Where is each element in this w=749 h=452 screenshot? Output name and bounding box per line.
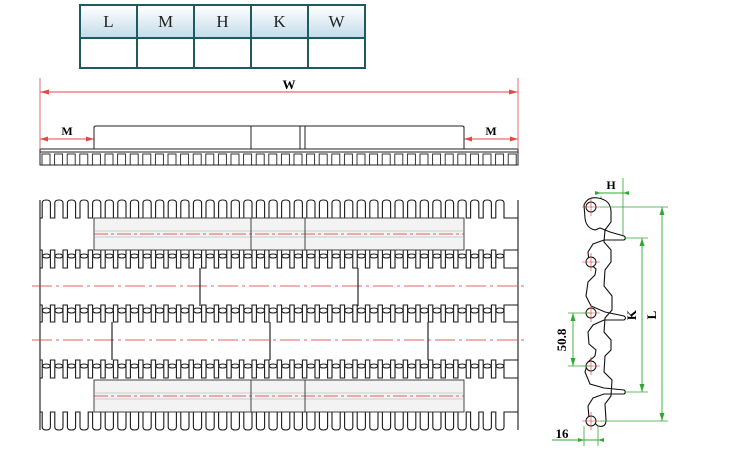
belt-joint-upper-1 (40, 253, 518, 269)
top-tooth (91, 153, 101, 166)
top-tooth (66, 153, 76, 166)
top-tooth (129, 153, 139, 166)
top-tooth (419, 153, 429, 166)
top-tooth (406, 153, 416, 166)
belt-joint-upper-3 (40, 363, 518, 379)
top-tooth (243, 153, 253, 166)
top-tooth (192, 153, 202, 166)
top-tooth (268, 153, 278, 166)
k-arrow-bottom (639, 384, 645, 392)
m-left-arrow-b (86, 136, 94, 142)
m-right-label: M (485, 124, 496, 138)
header-w: W (307, 4, 366, 39)
m-right-arrow-a (464, 136, 472, 142)
top-tooth (457, 153, 467, 166)
thickness-label: 16 (556, 426, 570, 441)
value-l (79, 37, 138, 69)
side-plate-top (93, 217, 465, 251)
top-tooth (117, 153, 127, 166)
thickness-arrow-right (598, 438, 604, 442)
pitch-label: 50.8 (554, 328, 569, 351)
top-tooth (217, 153, 227, 166)
belt-bottom-teeth (40, 411, 518, 431)
top-tooth (293, 153, 303, 166)
top-tooth (369, 153, 379, 166)
top-tooth (482, 153, 492, 166)
h-arrow-left (595, 191, 601, 195)
h-dimension-label: H (606, 178, 616, 192)
l-dimension-label: L (644, 310, 659, 319)
value-h (193, 37, 252, 69)
top-tooth (142, 153, 152, 166)
header-l: L (79, 4, 138, 39)
k-dimension-label: K (624, 309, 639, 320)
k-arrow-top (639, 238, 645, 246)
top-tooth (432, 153, 442, 166)
header-k: K (250, 4, 309, 39)
top-tooth (104, 153, 114, 166)
top-tooth (331, 153, 341, 166)
top-tooth (356, 153, 366, 166)
plan-view (32, 199, 528, 431)
top-tooth (394, 153, 404, 166)
top-tooth (154, 153, 164, 166)
m-right-arrow-b (510, 136, 518, 142)
top-view: W M M (39, 77, 519, 166)
spec-table-value-row (79, 37, 366, 69)
pitch-arrow-bottom (570, 358, 576, 366)
spec-table: L M H K W (79, 4, 366, 69)
spec-table-header-row: L M H K W (79, 4, 366, 39)
pitch-arrow-top (570, 313, 576, 321)
belt-joint-upper-2 (40, 307, 518, 323)
top-tooth (280, 153, 290, 166)
top-view-body (39, 125, 519, 166)
top-tooth (495, 153, 505, 166)
top-tooth (318, 153, 328, 166)
m-left-arrow-a (40, 136, 48, 142)
thickness-arrow-left (578, 438, 584, 442)
belt-top-teeth (40, 199, 518, 219)
top-tooth (306, 153, 316, 166)
top-tooth (444, 153, 454, 166)
side-view: H K L (552, 178, 668, 446)
top-tooth (381, 153, 391, 166)
top-tooth (507, 153, 517, 166)
l-arrow-bottom (659, 413, 665, 421)
top-tooth (54, 153, 64, 166)
value-w (307, 37, 366, 69)
l-arrow-top (659, 207, 665, 215)
h-arrow-right (623, 191, 629, 195)
top-tooth (343, 153, 353, 166)
value-m (136, 37, 195, 69)
w-arrow-left (40, 89, 49, 95)
belt-rows (39, 199, 519, 431)
header-h: H (193, 4, 252, 39)
top-tooth (180, 153, 190, 166)
header-m: M (136, 4, 195, 39)
module-joints (111, 268, 429, 360)
value-k (250, 37, 309, 69)
top-view-teeth (41, 153, 517, 166)
w-arrow-right (509, 89, 518, 95)
side-plate-bottom (93, 379, 465, 413)
w-dimension-label: W (283, 77, 296, 92)
top-tooth (230, 153, 240, 166)
top-tooth (41, 153, 51, 166)
top-tooth (255, 153, 265, 166)
top-tooth (167, 153, 177, 166)
top-tooth (469, 153, 479, 166)
top-tooth (79, 153, 89, 166)
pin-centerlines (582, 198, 600, 430)
m-left-label: M (61, 124, 72, 138)
top-tooth (205, 153, 215, 166)
